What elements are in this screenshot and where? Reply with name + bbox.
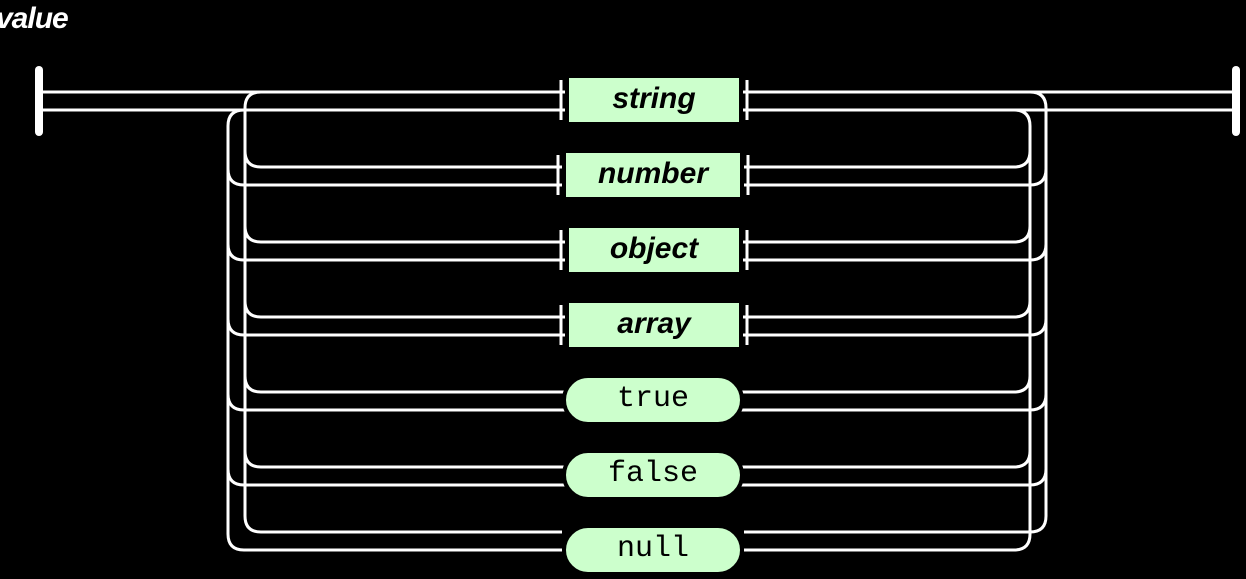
node-false-label: false — [607, 457, 698, 491]
node-number[interactable]: number — [562, 149, 744, 201]
node-array[interactable]: array — [565, 299, 743, 351]
branch-4-exit-lower — [743, 318, 1048, 337]
left-trunk-outer — [226, 108, 565, 552]
branch-3-rail-lower — [226, 243, 565, 262]
branch-6-exit-upper — [738, 450, 1032, 469]
branch-4-exit-upper — [743, 300, 1032, 319]
branch-5-exit-upper — [738, 375, 1032, 394]
branch-5-rail-lower — [226, 393, 568, 412]
node-connector-stubs — [556, 80, 750, 345]
branch-2-exit-lower — [744, 168, 1048, 187]
branch-2-rail-lower — [226, 168, 562, 187]
branch-4-rail-upper — [243, 300, 565, 319]
page-title: value — [0, 2, 69, 35]
left-trunk-inner — [243, 90, 565, 534]
node-object-label: object — [609, 232, 699, 265]
branch-5-rail-upper — [243, 375, 568, 394]
branch-6-rail-lower — [226, 468, 568, 487]
right-trunk-inner — [743, 108, 1032, 552]
node-number-label: number — [597, 157, 708, 190]
node-string[interactable]: string — [565, 74, 743, 126]
branch-6-rail-upper — [243, 450, 568, 469]
node-object[interactable]: object — [565, 224, 743, 276]
branch-4-rail-lower — [226, 318, 565, 337]
node-null[interactable]: null — [562, 524, 744, 576]
node-true[interactable]: true — [562, 374, 744, 426]
branch-3-exit-lower — [743, 243, 1048, 262]
branch-6-exit-lower — [738, 468, 1048, 487]
branch-3-exit-upper — [743, 225, 1032, 244]
branch-5-exit-lower — [738, 393, 1048, 412]
node-null-label: null — [616, 532, 689, 566]
branch-2-exit-upper — [744, 150, 1032, 169]
right-trunk-outer — [743, 90, 1048, 534]
branch-3-rail-upper — [243, 225, 565, 244]
node-true-label: true — [616, 382, 689, 416]
node-array-label: array — [617, 307, 691, 340]
node-string-label: string — [612, 82, 696, 115]
node-false[interactable]: false — [562, 449, 744, 501]
branch-2-rail-upper — [243, 150, 562, 169]
